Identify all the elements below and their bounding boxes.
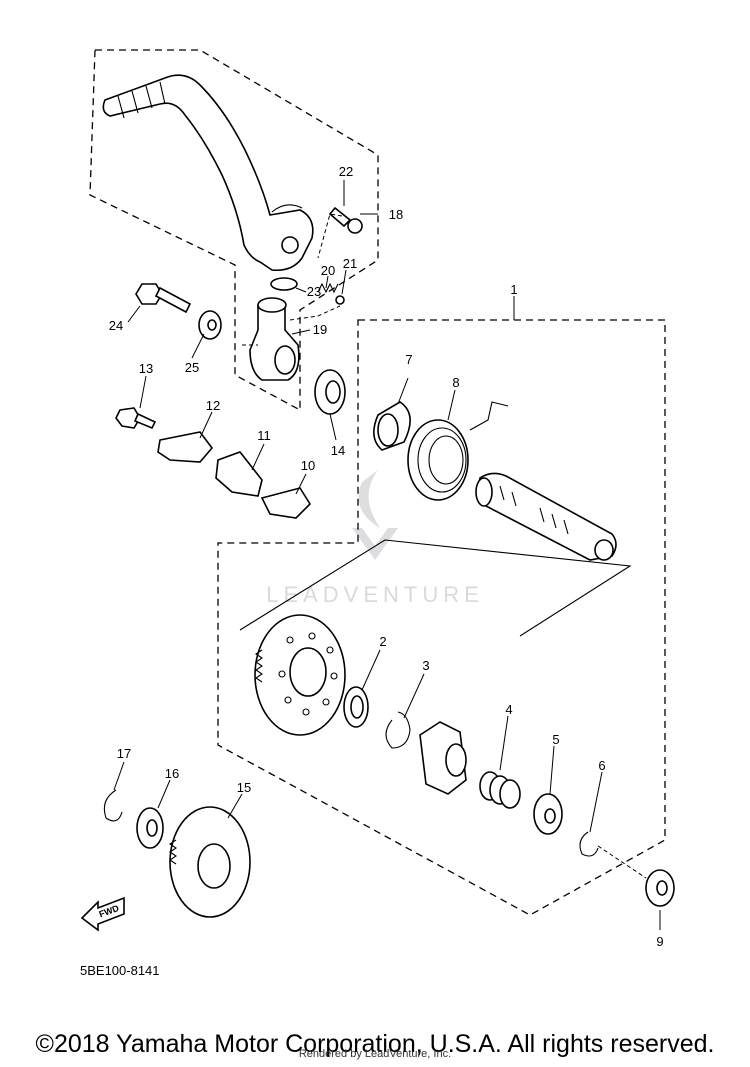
washer-25	[198, 310, 222, 340]
kick-lever	[102, 74, 314, 272]
washer-9	[645, 869, 675, 907]
callout-20: 20	[321, 263, 335, 278]
washer-2-hole	[350, 695, 364, 719]
detent-ball	[335, 295, 345, 305]
copyright-notice: ©2018 Yamaha Motor Corporation, U.S.A. A…	[35, 1030, 715, 1058]
callout-16: 16	[165, 766, 179, 781]
callout-15: 15	[237, 780, 251, 795]
washer-5	[533, 793, 563, 835]
kick-lever-group-outline	[89, 49, 379, 412]
callout-13: 13	[139, 361, 153, 376]
washer-9-leader	[597, 845, 647, 879]
callout-23: 23	[307, 284, 321, 299]
callout-11: 11	[257, 428, 271, 443]
kick-axle	[475, 472, 617, 561]
callout-1: 1	[510, 282, 517, 297]
circlip-6	[579, 831, 599, 857]
kick-boss	[249, 297, 300, 381]
fwd-arrow-icon	[80, 896, 125, 932]
callout-17: 17	[117, 746, 131, 761]
callout-9: 9	[656, 934, 663, 949]
callout-2: 2	[379, 634, 386, 649]
circlip-3	[385, 711, 411, 749]
callout-6: 6	[598, 758, 605, 773]
oil-seal-14	[314, 369, 346, 415]
callout-14: 14	[331, 443, 345, 458]
callout-leaders	[113, 180, 661, 930]
collar-7	[373, 401, 411, 451]
callout-25: 25	[185, 360, 199, 375]
callout-12: 12	[206, 398, 220, 413]
callout-3: 3	[422, 658, 429, 673]
stopper-10	[260, 487, 312, 519]
callout-22: 22	[339, 164, 353, 179]
part-code: 5BE100-8141	[80, 963, 160, 978]
callout-21: 21	[343, 256, 357, 271]
plate-12	[157, 431, 214, 463]
callout-8: 8	[452, 375, 459, 390]
detent-spring	[317, 282, 339, 294]
idle-gear-15	[169, 806, 251, 918]
callout-18: 18	[389, 207, 403, 222]
axle-projection-lines	[239, 539, 632, 637]
callout-4: 4	[505, 702, 512, 717]
torsion-spring-8	[407, 401, 509, 501]
spring-4	[479, 771, 521, 809]
callout-7: 7	[405, 352, 412, 367]
circlip-17	[103, 789, 123, 822]
pinch-bolt	[135, 283, 192, 314]
lever-bolt	[328, 206, 363, 234]
guide-11	[215, 451, 263, 497]
watermark-text: LEADVENTURE	[266, 582, 484, 607]
ratchet-wheel	[419, 721, 467, 795]
rendered-by-notice: Rendered by LeadVenture, Inc.	[298, 1048, 452, 1060]
kick-gear	[254, 614, 346, 736]
o-ring	[270, 277, 298, 291]
screw-13	[115, 407, 157, 430]
washer-16	[136, 807, 164, 849]
callout-19: 19	[313, 322, 327, 337]
callout-5: 5	[552, 732, 559, 747]
watermark-logo	[352, 470, 398, 560]
callout-10: 10	[301, 458, 315, 473]
callout-24: 24	[109, 318, 123, 333]
